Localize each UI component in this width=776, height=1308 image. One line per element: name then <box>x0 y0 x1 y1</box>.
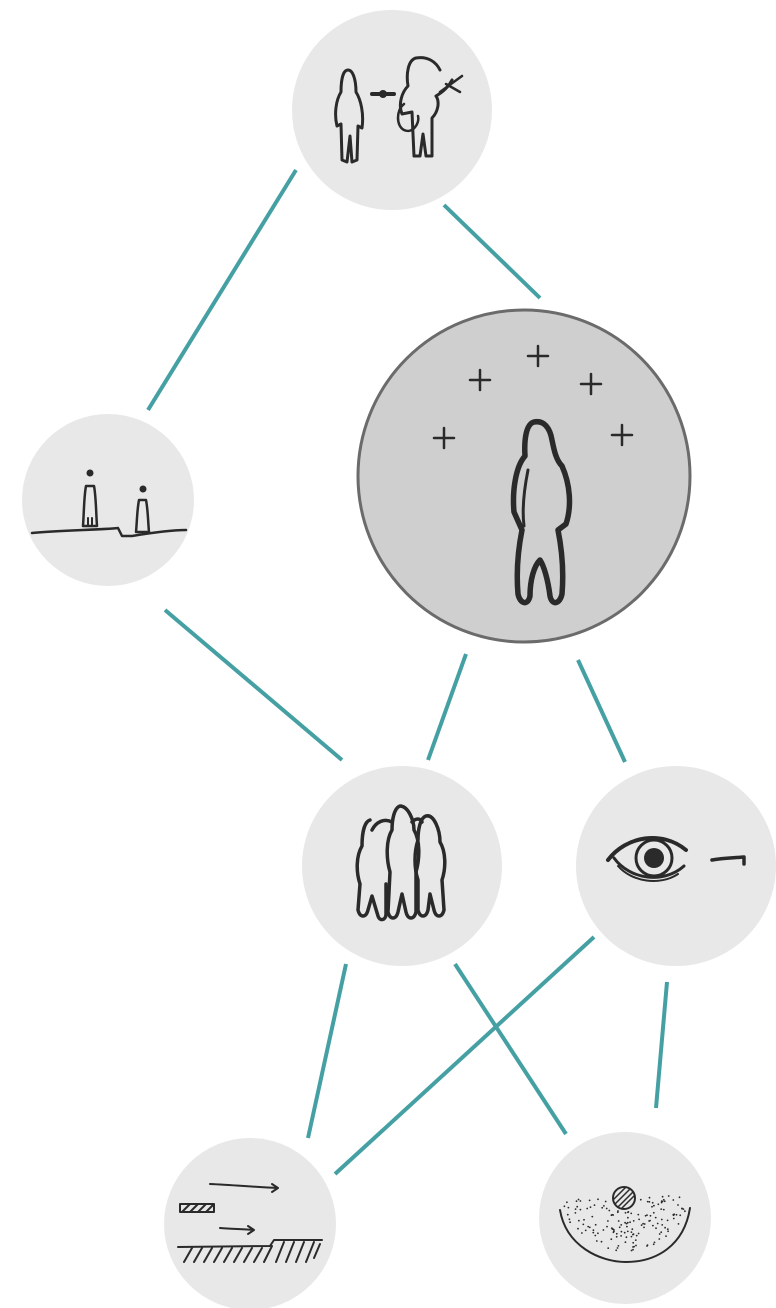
eye-looking-icon <box>606 835 746 882</box>
connector-lines <box>146 168 669 1176</box>
person-meeting-creature-icon <box>334 56 464 164</box>
edge-group-motion <box>306 963 348 1139</box>
edge-pair-meeting-distance <box>146 168 298 412</box>
figure-under-stars-icon <box>432 344 634 606</box>
edge-observer-field <box>654 981 669 1109</box>
node-field[interactable] <box>539 1132 711 1304</box>
three-figures-group-icon <box>355 804 447 922</box>
node-motion[interactable] <box>164 1138 336 1308</box>
bowl-dots <box>563 1195 686 1252</box>
edge-observer-motion <box>333 935 596 1176</box>
arrows-over-ground-icon <box>177 1183 323 1263</box>
node-circles <box>22 10 776 1308</box>
edge-distance-group <box>163 608 344 762</box>
node-group[interactable] <box>302 766 502 966</box>
node-self[interactable] <box>356 308 692 644</box>
edge-group-field <box>453 962 568 1136</box>
edge-self-group <box>426 653 468 761</box>
node-observer[interactable] <box>576 766 776 966</box>
dotted-bowl-with-ball-icon <box>559 1186 691 1263</box>
node-pair-meeting[interactable] <box>292 10 492 210</box>
edge-self-observer <box>576 659 627 763</box>
two-figures-on-horizon-icon <box>30 469 188 538</box>
node-distance[interactable] <box>22 414 194 586</box>
edge-pair-meeting-self <box>442 203 542 300</box>
